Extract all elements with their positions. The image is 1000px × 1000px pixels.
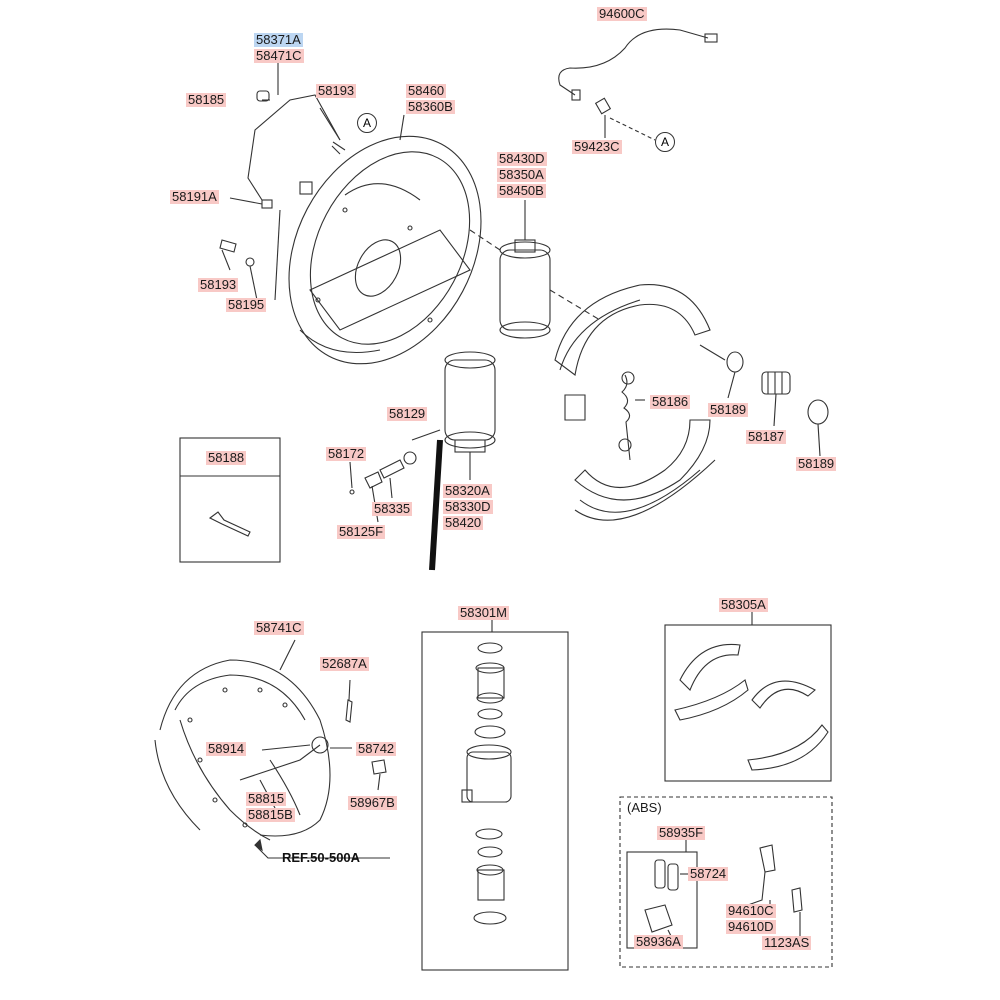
part-label-58914[interactable]: 58914 (206, 741, 247, 756)
part-label-52687A[interactable]: 52687A (320, 656, 369, 671)
part-label-59423C[interactable]: 59423C (572, 139, 622, 154)
bolt-top[interactable] (331, 141, 346, 155)
part-label-58193-mid[interactable]: 58193 (198, 277, 239, 292)
part-label-58172[interactable]: 58172 (326, 446, 367, 461)
box-58301M (421, 631, 569, 971)
washer[interactable] (245, 257, 255, 267)
circle-marker-a-right: A (655, 132, 675, 152)
wheel-cylinder-upper[interactable] (499, 239, 551, 339)
brake-shoe-upper[interactable] (554, 284, 711, 421)
part-label-58187[interactable]: 58187 (746, 429, 787, 444)
part-label-58742[interactable]: 58742 (356, 741, 397, 756)
part-label-94610C[interactable]: 94610C (726, 903, 776, 918)
part-label-58430D[interactable]: 58430D (497, 151, 547, 166)
clip-58967B[interactable] (371, 759, 387, 775)
shoe-set[interactable] (674, 643, 829, 771)
bleeder-cap[interactable] (256, 90, 270, 102)
abs-title: (ABS) (627, 800, 662, 815)
part-label-58360B[interactable]: 58360B (406, 99, 455, 114)
part-label-1123AS[interactable]: 1123AS (762, 935, 812, 950)
part-label-94610D[interactable]: 94610D (726, 919, 776, 934)
part-label-58191A[interactable]: 58191A (170, 189, 219, 204)
abs-bracket-parts[interactable] (644, 859, 679, 933)
part-label-58186[interactable]: 58186 (650, 394, 691, 409)
part-label-58724[interactable]: 58724 (688, 866, 729, 881)
part-label-58350A[interactable]: 58350A (497, 167, 546, 182)
tube-fitting[interactable] (261, 199, 273, 209)
part-label-94600C[interactable]: 94600C (597, 6, 647, 21)
wheel-cylinder-lower[interactable] (444, 351, 496, 453)
part-label-58125F[interactable]: 58125F (337, 524, 386, 539)
box-58188 (179, 437, 281, 563)
dust-cap[interactable] (349, 489, 355, 495)
part-label-58335[interactable]: 58335 (372, 501, 413, 516)
part-label-58189-b[interactable]: 58189 (796, 456, 837, 471)
brake-tube[interactable] (247, 94, 341, 201)
cylinder-cap[interactable] (364, 471, 383, 489)
sensor-grommet[interactable] (594, 97, 612, 115)
cable-bracket[interactable] (311, 736, 329, 754)
wheel-cylinder-kit[interactable] (461, 642, 512, 925)
part-label-58967B[interactable]: 58967B (348, 795, 397, 810)
part-label-58301M[interactable]: 58301M (458, 605, 509, 620)
part-label-58450B[interactable]: 58450B (497, 183, 546, 198)
adjuster-nut[interactable] (761, 371, 791, 395)
abs-box (619, 796, 833, 968)
part-label-58189-a[interactable]: 58189 (708, 402, 749, 417)
bolt-mid[interactable] (219, 239, 237, 253)
adjuster-washer[interactable] (726, 351, 744, 373)
bolt-52687A[interactable] (345, 699, 353, 723)
adjuster-washer-2[interactable] (807, 399, 829, 425)
part-label-58185[interactable]: 58185 (186, 92, 227, 107)
ref-label[interactable]: REF.50-500A (282, 850, 361, 865)
part-label-58936A[interactable]: 58936A (634, 934, 683, 949)
o-ring[interactable] (403, 451, 417, 465)
part-label-58420[interactable]: 58420 (443, 515, 484, 530)
part-label-58371A[interactable]: 58371A (254, 32, 303, 47)
backing-plate[interactable] (251, 103, 519, 398)
abs-sensor-wire[interactable] (558, 28, 709, 96)
part-label-58195[interactable]: 58195 (226, 297, 267, 312)
shoe-hold-pin[interactable] (208, 511, 251, 537)
bleeder-screw[interactable] (379, 459, 405, 479)
part-label-58320A[interactable]: 58320A (443, 483, 492, 498)
part-label-58935F[interactable]: 58935F (657, 825, 706, 840)
part-label-58741C[interactable]: 58741C (254, 620, 304, 635)
tube-clip[interactable] (299, 181, 313, 195)
part-label-58330D[interactable]: 58330D (443, 499, 493, 514)
backing-plate-rear[interactable] (154, 659, 331, 841)
return-spring[interactable] (621, 374, 631, 461)
part-label-58815B[interactable]: 58815B (246, 807, 295, 822)
part-label-58193-top[interactable]: 58193 (316, 83, 357, 98)
part-label-58815[interactable]: 58815 (246, 791, 287, 806)
part-label-58188[interactable]: 58188 (206, 450, 247, 465)
part-label-58471C[interactable]: 58471C (254, 48, 304, 63)
box-58305A (664, 624, 832, 782)
brake-shoe-lower[interactable] (574, 419, 716, 521)
part-label-58305A[interactable]: 58305A (719, 597, 768, 612)
abs-sensor[interactable] (759, 844, 776, 873)
abs-bolt[interactable] (791, 887, 803, 913)
part-label-58129[interactable]: 58129 (387, 406, 428, 421)
part-label-58460[interactable]: 58460 (406, 83, 447, 98)
circle-marker-a-top: A (357, 113, 377, 133)
